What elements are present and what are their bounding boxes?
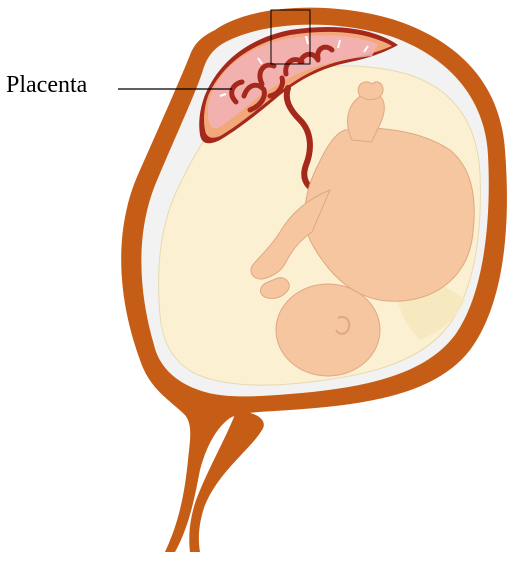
fetus-foot	[358, 82, 383, 100]
placenta-label: Placenta	[6, 73, 87, 97]
fetus-head	[276, 284, 380, 376]
